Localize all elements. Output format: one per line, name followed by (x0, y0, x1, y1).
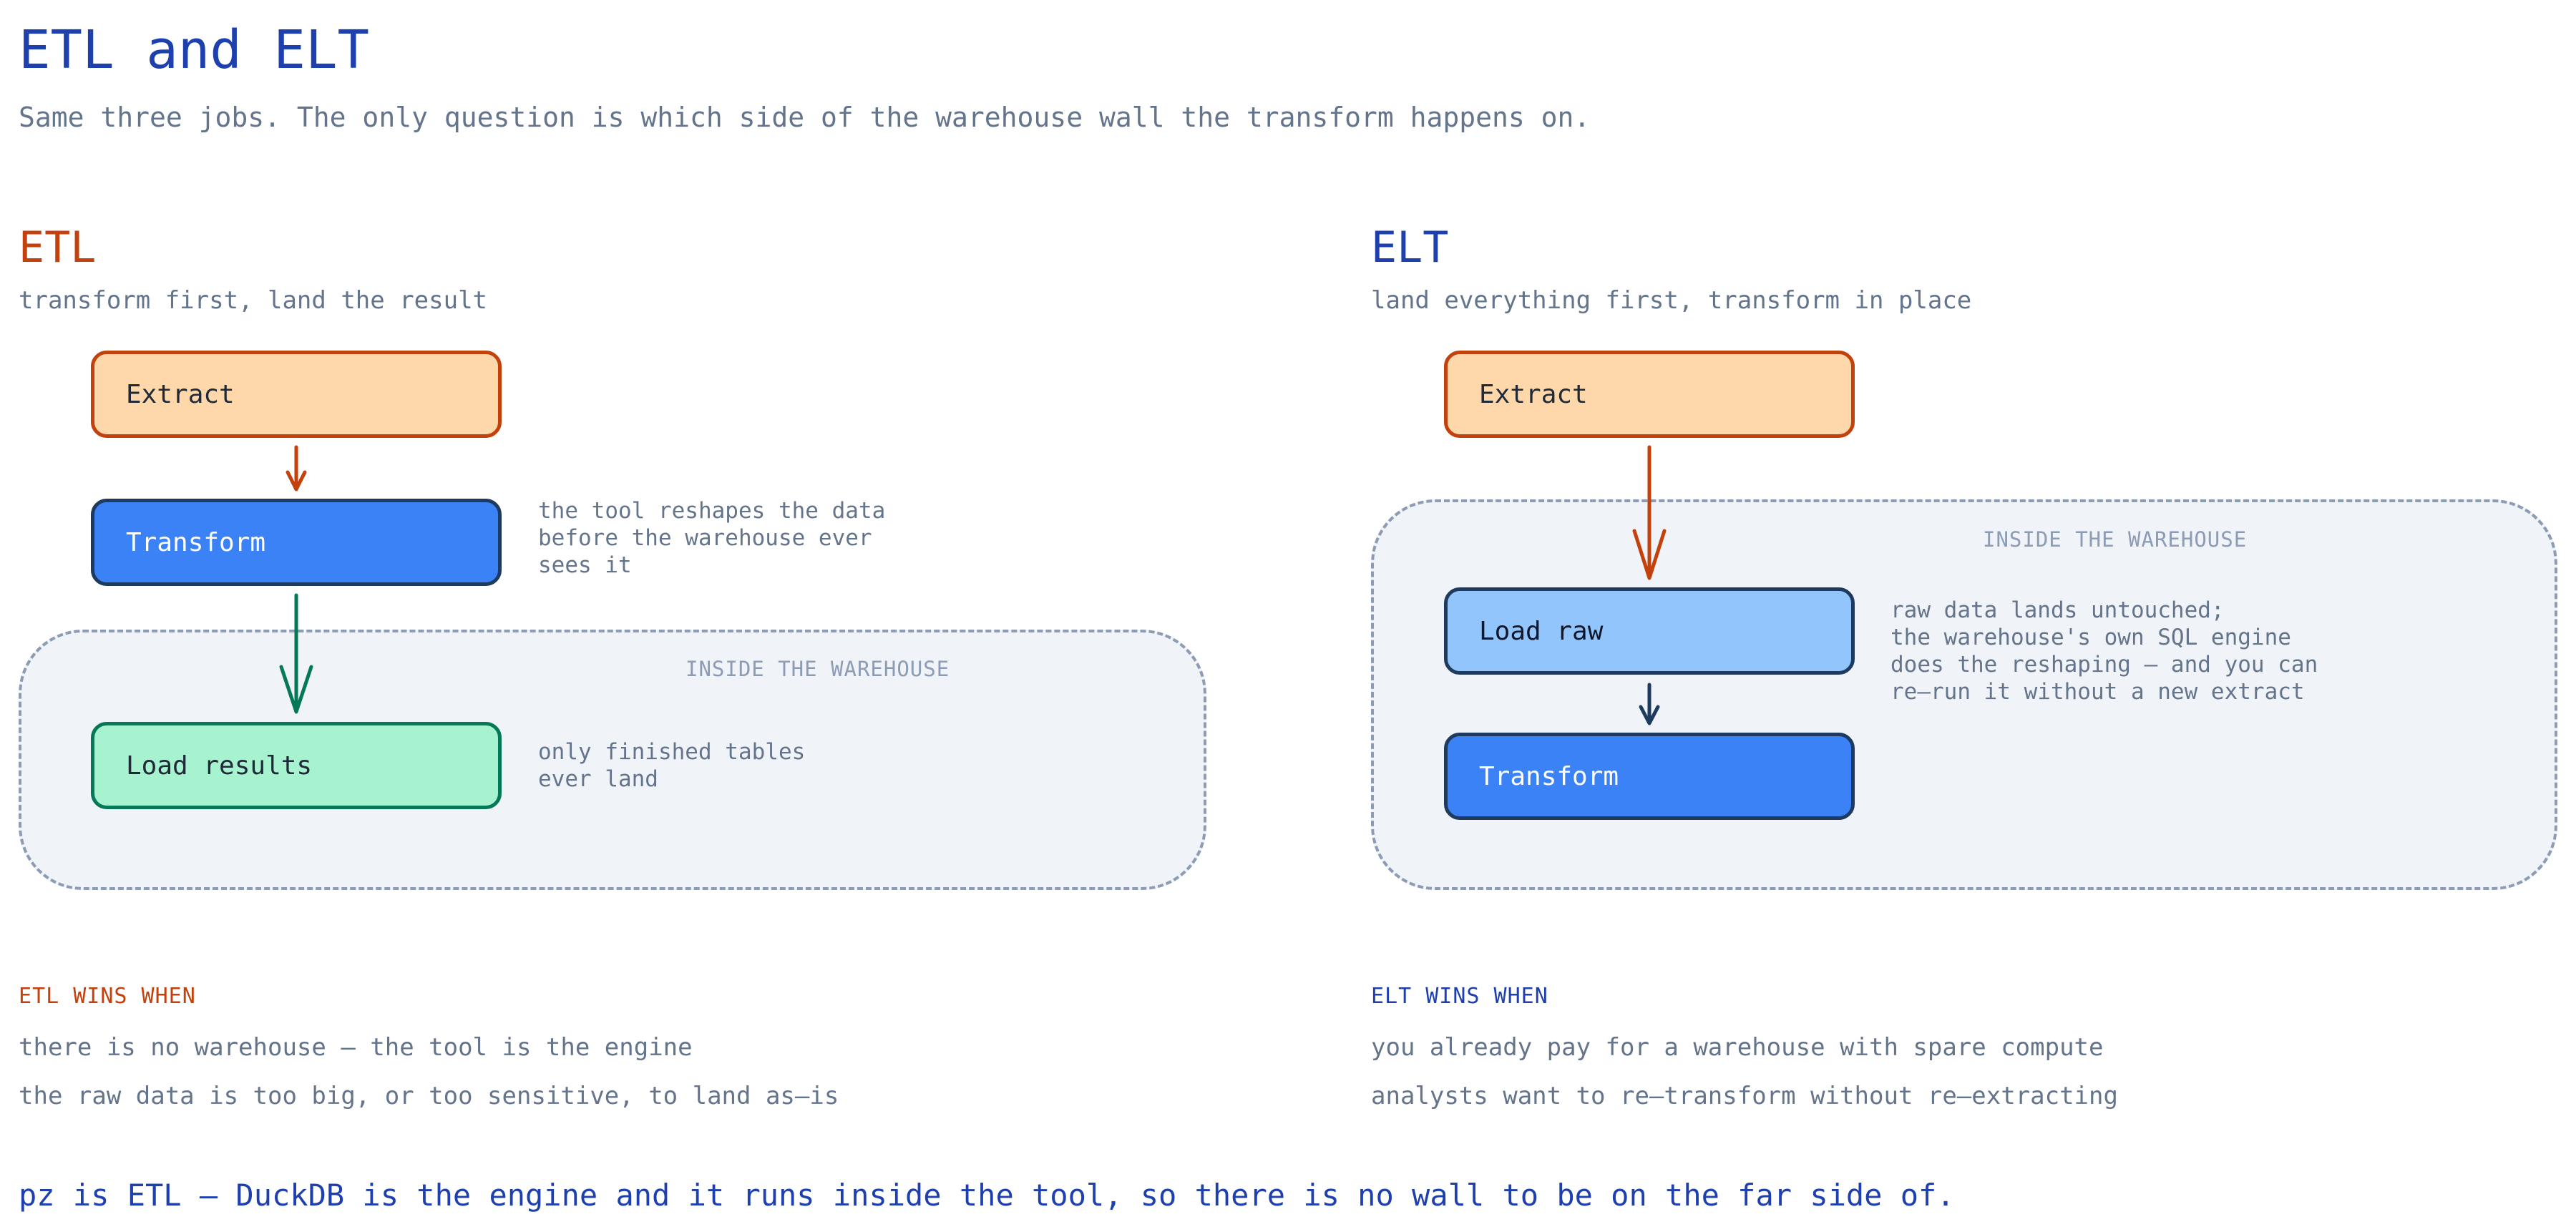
elt-transform-step: Transform (1444, 733, 1855, 820)
note-line: sees it (538, 552, 632, 578)
elt-wins-item: you already pay for a warehouse with spa… (1371, 1033, 2104, 1062)
etl-zone-label: INSIDE THE WAREHOUSE (686, 657, 950, 681)
elt-wins-heading: ELT WINS WHEN (1371, 984, 1548, 1009)
elt-warehouse-zone (1371, 499, 2557, 890)
etl-wins-heading: ETL WINS WHEN (19, 984, 196, 1009)
elt-load-raw-step: Load raw (1444, 587, 1855, 675)
note-line: the tool reshapes the data (538, 498, 886, 524)
etl-transform-step: Transform (91, 499, 502, 586)
note-line: the warehouse's own SQL engine (1890, 625, 2291, 650)
elt-load-note: raw data lands untouched; the warehouse'… (1890, 597, 2318, 705)
etl-transform-note: the tool reshapes the data before the wa… (538, 497, 885, 579)
elt-tagline: land everything first, transform in plac… (1371, 286, 1972, 315)
etl-load-results-step: Load results (91, 722, 502, 809)
note-line: ever land (538, 766, 658, 792)
etl-wins-item: the raw data is too big, or too sensitiv… (19, 1082, 839, 1110)
note-line: only finished tables (538, 739, 806, 765)
etl-wins-item: there is no warehouse — the tool is the … (19, 1033, 693, 1062)
etl-tagline: transform first, land the result (19, 286, 488, 315)
note-line: does the reshaping — and you can (1890, 652, 2318, 678)
elt-zone-label: INSIDE THE WAREHOUSE (1983, 527, 2248, 552)
etl-heading: ETL (19, 223, 97, 273)
elt-heading: ELT (1371, 223, 1449, 273)
etl-extract-to-transform-arrow (286, 445, 307, 492)
page-subtitle: Same three jobs. The only question is wh… (19, 102, 1591, 133)
note-line: before the warehouse ever (538, 525, 872, 551)
elt-wins-item: analysts want to re—transform without re… (1371, 1082, 2118, 1110)
page-title: ETL and ELT (19, 19, 370, 81)
note-line: raw data lands untouched; (1890, 597, 2225, 623)
footer-note: pz is ETL — DuckDB is the engine and it … (19, 1178, 1955, 1213)
elt-extract-step: Extract (1444, 351, 1855, 438)
etl-load-note: only finished tables ever land (538, 738, 805, 793)
etl-extract-step: Extract (91, 351, 502, 438)
note-line: re—run it without a new extract (1890, 679, 2305, 705)
